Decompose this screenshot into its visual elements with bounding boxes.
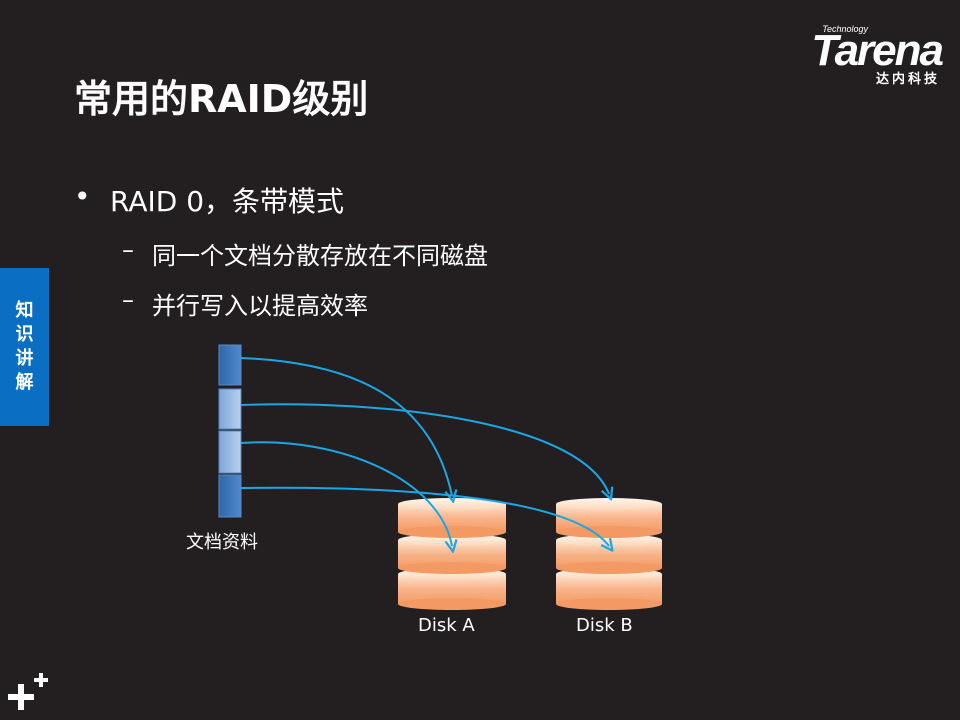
disk-a-platter-3 (398, 568, 506, 610)
arrow-block2-to-disk-b (240, 403, 609, 494)
disk-a-label: Disk A (418, 615, 475, 636)
sub-bullet-marker: – (122, 236, 134, 264)
bullet-text: RAID 0，条带模式 (110, 185, 345, 218)
sub-bullet-text: 并行写入以提高效率 (152, 292, 368, 320)
doc-block-1 (218, 344, 242, 386)
doc-block-2 (218, 388, 242, 430)
document-blocks (218, 344, 242, 518)
arrow-block1-to-disk-a (240, 357, 452, 496)
plus-decoration-icon (8, 673, 48, 710)
side-tab-char: 识 (15, 324, 34, 345)
side-tab-knowledge: 知 识 讲 解 (0, 268, 49, 426)
disk-a-platter-1 (398, 498, 506, 538)
side-tab-char: 知 (15, 300, 34, 321)
arrow-block3-to-disk-a (240, 441, 452, 546)
disk-a-platter-2 (398, 534, 506, 574)
disk-b-platter-1 (556, 498, 662, 538)
disk-a (398, 498, 506, 610)
side-tab-char: 解 (15, 372, 34, 393)
disk-b-platter-3 (556, 568, 662, 610)
disk-b-label: Disk B (576, 615, 633, 636)
sub-bullet-text: 同一个文档分散存放在不同磁盘 (152, 242, 488, 270)
doc-block-3 (218, 430, 242, 474)
sub-bullet-marker: – (122, 286, 134, 314)
disk-b-platter-2 (556, 534, 662, 574)
slide-title: 常用的RAID级别 (74, 77, 369, 121)
arrow-block4-to-disk-b (240, 486, 609, 546)
stripe-arrows (240, 357, 609, 546)
tarena-logo: Technology Tarena 达内科技 (772, 24, 944, 87)
doc-block-4 (218, 474, 242, 518)
logo-tagline-bottom: 达内科技 (875, 72, 940, 87)
side-tab-char: 讲 (15, 348, 34, 369)
logo-tagline-top: Technology (822, 24, 868, 34)
logo-wordmark: Tarena (811, 26, 944, 75)
disk-b (556, 498, 662, 610)
bullet-marker: • (74, 180, 91, 213)
document-label: 文档资料 (186, 532, 258, 553)
